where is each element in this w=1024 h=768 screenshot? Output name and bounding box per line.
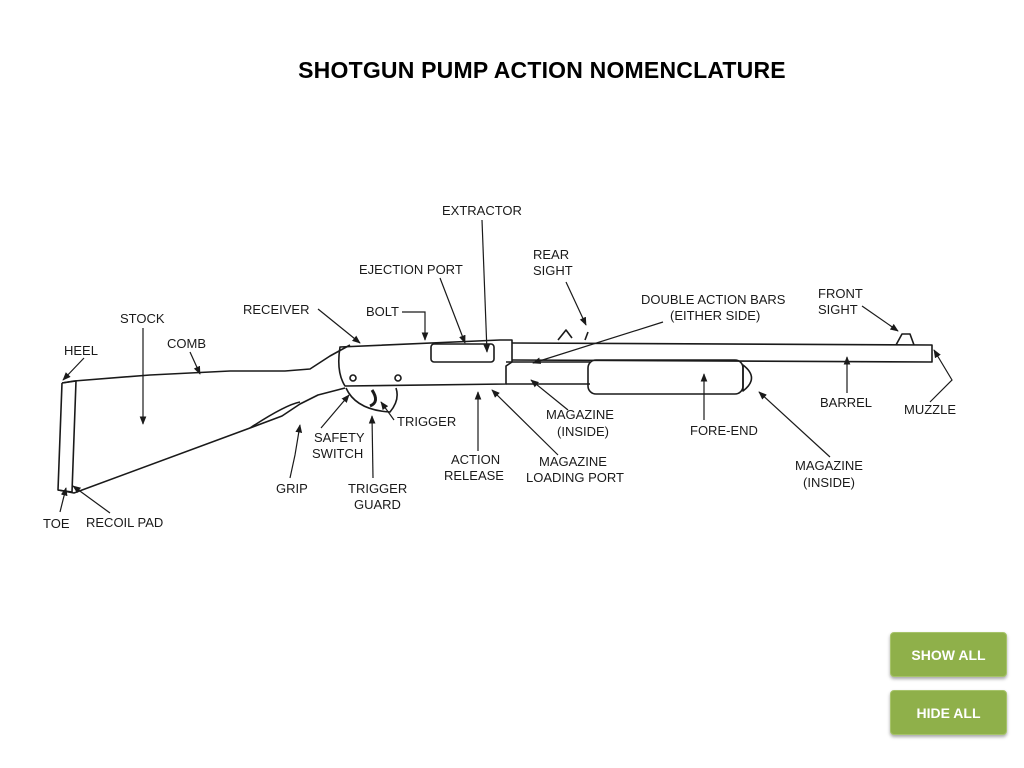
label-safety-switch-line1: SAFETY: [314, 430, 365, 445]
label-double-action-bars-line2: (EITHER SIDE): [670, 308, 760, 323]
label-safety-switch-line2: SWITCH: [312, 446, 363, 461]
label-extractor: EXTRACTOR: [442, 203, 522, 218]
show-all-button[interactable]: SHOW ALL: [890, 632, 1007, 677]
label-ejection-port: EJECTION PORT: [359, 262, 463, 277]
part-labels: EXTRACTOR EJECTION PORT REAR SIGHT DOUBL…: [43, 203, 956, 531]
label-stock: STOCK: [120, 311, 165, 326]
leader-lines: [59, 219, 953, 514]
label-action-release-line1: ACTION: [451, 452, 500, 467]
label-recoil-pad: RECOIL PAD: [86, 515, 163, 530]
rear-sight-shape: [557, 329, 589, 341]
label-magazine-inside-2-line1: MAGAZINE: [795, 458, 863, 473]
label-rear-sight-line2: SIGHT: [533, 263, 573, 278]
label-barrel: BARREL: [820, 395, 872, 410]
label-magazine-inside-1-line1: MAGAZINE: [546, 407, 614, 422]
fore-end-shape: [587, 359, 744, 395]
label-trigger: TRIGGER: [397, 414, 456, 429]
label-action-release-line2: RELEASE: [444, 468, 504, 483]
receiver-shape: [338, 339, 513, 387]
label-magazine-loading-port-line1: MAGAZINE: [539, 454, 607, 469]
label-trigger-guard-line2: GUARD: [354, 497, 401, 512]
shotgun-illustration: [57, 329, 933, 494]
stock-shape: [57, 344, 351, 494]
label-magazine-loading-port-line2: LOADING PORT: [526, 470, 624, 485]
label-front-sight-line1: FRONT: [818, 286, 863, 301]
grip-shape: [249, 401, 301, 429]
label-double-action-bars-line1: DOUBLE ACTION BARS: [641, 292, 786, 307]
label-comb: COMB: [167, 336, 206, 351]
magazine-cap-shape: [742, 364, 753, 392]
label-toe: TOE: [43, 516, 70, 531]
label-heel: HEEL: [64, 343, 98, 358]
label-trigger-guard-line1: TRIGGER: [348, 481, 407, 496]
label-grip: GRIP: [276, 481, 308, 496]
page-title: SHOTGUN PUMP ACTION NOMENCLATURE: [298, 57, 786, 83]
label-magazine-inside-2-line2: (INSIDE): [803, 475, 855, 490]
label-fore-end: FORE-END: [690, 423, 758, 438]
barrel-shape: [511, 342, 933, 363]
bolt-shape: [430, 343, 495, 363]
label-magazine-inside-1-line2: (INSIDE): [557, 424, 609, 439]
hide-all-button[interactable]: HIDE ALL: [890, 690, 1007, 735]
label-front-sight-line2: SIGHT: [818, 302, 858, 317]
trigger-guard-shape: [345, 387, 398, 413]
magazine-tube-shape: [506, 361, 590, 385]
label-bolt: BOLT: [366, 304, 399, 319]
label-rear-sight-line1: REAR: [533, 247, 569, 262]
front-sight-shape: [895, 333, 915, 346]
label-receiver: RECEIVER: [243, 302, 309, 317]
label-muzzle: MUZZLE: [904, 402, 956, 417]
trigger-shape: [369, 389, 377, 408]
